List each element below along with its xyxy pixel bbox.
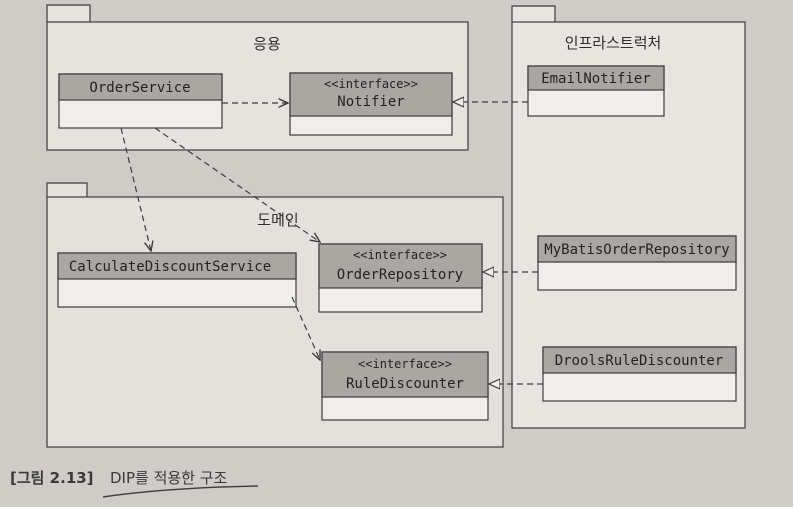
notifier-stereotype: <<interface>>	[324, 77, 418, 91]
mybatis-order-repository-name: MyBatisOrderRepository	[544, 242, 729, 258]
package-domain-title: 도메인	[257, 211, 298, 229]
package-infrastructure-tab	[511, 5, 556, 22]
arrow-calculatediscountservice-to-rulediscounter	[291, 296, 320, 360]
class-email-notifier: EmailNotifier	[527, 65, 665, 117]
arrow-orderservice-to-orderrepository	[154, 127, 320, 242]
interface-notifier: <<interface>> Notifier	[289, 72, 453, 136]
dependency-arrows	[120, 103, 320, 360]
drools-rule-discounter-name: DroolsRuleDiscounter	[555, 353, 724, 369]
order-repository-stereotype: <<interface>>	[353, 248, 447, 262]
interface-rule-discounter: <<interface>> RuleDiscounter	[321, 351, 489, 421]
class-calculate-discount-service: CalculateDiscountService	[57, 252, 297, 308]
calculate-discount-service-name: CalculateDiscountService	[69, 259, 271, 275]
figure-number: [그림 2.13]	[10, 469, 94, 487]
figure-caption: [그림 2.13] DIP를 적용한 구조	[10, 469, 259, 498]
order-repository-name: OrderRepository	[337, 267, 463, 283]
figure-title: DIP를 적용한 구조	[110, 469, 228, 487]
class-drools-rule-discounter: DroolsRuleDiscounter	[542, 346, 737, 402]
package-application-title: 응용	[253, 35, 281, 53]
package-application-tab	[46, 4, 91, 22]
package-domain-tab	[46, 182, 88, 197]
email-notifier-name: EmailNotifier	[541, 71, 651, 87]
realization-arrows	[453, 102, 543, 384]
rule-discounter-name: RuleDiscounter	[346, 376, 464, 392]
arrow-orderservice-to-calculatediscountservice	[120, 127, 151, 251]
class-mybatis-order-repository: MyBatisOrderRepository	[537, 235, 737, 291]
rule-discounter-stereotype: <<interface>>	[358, 357, 452, 371]
package-infrastructure-title: 인프라스트럭처	[565, 34, 662, 52]
notifier-name: Notifier	[337, 94, 404, 110]
order-service-name: OrderService	[89, 80, 190, 96]
class-order-service: OrderService	[58, 73, 223, 129]
caption-underline	[102, 485, 259, 498]
interface-order-repository: <<interface>> OrderRepository	[318, 243, 483, 313]
